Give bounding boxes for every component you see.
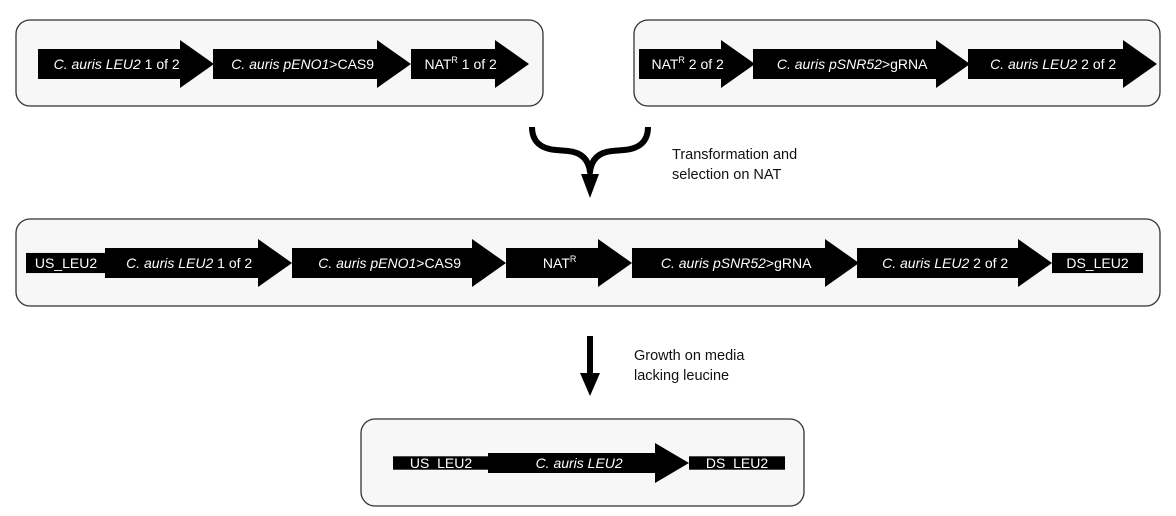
construct-integrated-segment-6-label-part-2: 2 of 2	[969, 255, 1008, 271]
construct-integrated-segment-5-label-part-2: >gRNA	[766, 255, 812, 271]
construct-integrated-segment-7-block	[1052, 252, 1143, 274]
merge-brace-arrowhead	[581, 174, 599, 198]
construct-final-segment-2-arrow	[488, 443, 689, 483]
construct-fragment-1-group: C. auris LEU2 1 of 2 C. auris pENO1>CAS9 N…	[15, 19, 544, 107]
construct-fragment-1-segment-1-arrow	[38, 40, 214, 88]
construct-final-segment-3-label-ds-leu2: DS_LEU2	[706, 455, 768, 471]
construct-integrated-segment-1-label-part-1: US_LEU2	[35, 255, 97, 271]
construct-fragment-1-segment-2-label-part-2: >CAS9	[329, 56, 374, 72]
construct-integrated-segment-4-label-natr: NATR	[543, 254, 577, 271]
construct-integrated-segment-6-arrow	[857, 239, 1052, 287]
construct-fragment-2-segment-1-label-natr-2-of-2: NATR 2 of 2	[651, 55, 724, 72]
construct-integrated-segment-1-block	[26, 252, 106, 274]
construct-integrated-segment-5-arrow	[632, 239, 859, 287]
construct-fragment-1-segment-1-label-part-1: C. auris LEU2	[54, 56, 141, 72]
construct-integrated-segment-3-arrow	[292, 239, 506, 287]
construct-integrated-segment-2-label-c-auris-leu2-1-of-2: C. auris LEU2 1 of 2	[126, 255, 252, 271]
down-arrow	[580, 336, 600, 396]
construct-integrated-segment-5-label-c-auris-psnr52-grna: C. auris pSNR52>gRNA	[661, 255, 812, 271]
construct-final-segment-2-label-c-auris-leu2: C. auris LEU2	[536, 455, 623, 471]
construct-fragment-2-segment-2-label-part-1: C. auris pSNR52	[777, 56, 882, 72]
construct-integrated-segment-4-arrow	[506, 239, 632, 287]
construct-integrated-segment-5-label-part-1: C. auris pSNR52	[661, 255, 766, 271]
construct-fragment-1-segment-3-label-part-3: 1 of 2	[458, 56, 497, 72]
construct-fragment-1-segment-3-arrow	[411, 40, 529, 88]
construct-fragment-1-segment-1-label-c-auris-leu2-1-of-2: C. auris LEU2 1 of 2	[54, 56, 180, 72]
construct-final-segment-1-block	[393, 456, 489, 470]
construct-fragment-1-segment-2-label-c-auris-peno1-cas9: C. auris pENO1>CAS9	[231, 56, 374, 72]
construct-fragment-2-segment-2-label-c-auris-psnr52-grna: C. auris pSNR52>gRNA	[777, 56, 928, 72]
construct-fragment-2-segment-3-label-part-2: 2 of 2	[1077, 56, 1116, 72]
step-growth-caption-line-2: lacking leucine	[634, 368, 729, 384]
construct-integrated-segment-3-label-part-2: >CAS9	[416, 255, 461, 271]
construct-final-segment-1-label-part-1: US_LEU2	[410, 455, 472, 471]
construct-fragment-1-segment-1-label-part-2: 1 of 2	[141, 56, 180, 72]
construct-fragment-2-segment-1-label-part-3: 2 of 2	[685, 56, 724, 72]
construct-fragment-2-segment-3-arrow	[968, 40, 1157, 88]
merge-brace-stroke	[529, 126, 651, 175]
step-transformation-caption-line-2: selection on NAT	[672, 167, 781, 183]
construct-fragment-1-segment-2-label-part-1: C. auris pENO1	[231, 56, 329, 72]
construct-integrated-segment-6-label-part-1: C. auris LEU2	[882, 255, 969, 271]
construct-fragment-2-segment-1-arrow	[639, 40, 755, 88]
construct-integrated-segment-6-label-c-auris-leu2-2-of-2: C. auris LEU2 2 of 2	[882, 255, 1008, 271]
construct-fragment-1-segment-3-label-part-2: R	[451, 55, 458, 65]
construct-fragment-2-segment-1-label-part-1: NAT	[651, 56, 678, 72]
construct-fragment-2-segment-3-label-part-1: C. auris LEU2	[990, 56, 1077, 72]
construct-integrated-segment-7-label-part-1: DS_LEU2	[1066, 255, 1128, 271]
construct-fragment-2-segment-2-arrow	[753, 40, 970, 88]
construct-integrated-segment-3-label-part-1: C. auris pENO1	[318, 255, 416, 271]
construct-integrated-group: US_LEU2 C. auris LEU2 1 of 2 C. auris pENO…	[15, 218, 1161, 307]
step-growth-caption: Growth on media lacking leucine	[634, 348, 748, 384]
construct-fragment-1-segment-2-arrow	[213, 40, 411, 88]
construct-integrated-segment-7-label-ds-leu2: DS_LEU2	[1066, 255, 1128, 271]
construct-fragment-2-segment-1-label-part-2: R	[678, 55, 685, 65]
step-growth-caption-line-1: Growth on media	[634, 348, 745, 364]
construct-integrated-segment-4-label-part-2: R	[570, 254, 577, 264]
step-transformation-caption: Transformation and selection on NAT	[672, 147, 801, 183]
construct-final-segment-3-label-part-1: DS_LEU2	[706, 455, 768, 471]
construct-fragment-2-segment-3-label-c-auris-leu2-2-of-2: C. auris LEU2 2 of 2	[990, 56, 1116, 72]
construct-integrated-segment-2-label-part-1: C. auris LEU2	[126, 255, 213, 271]
construct-integrated-segment-3-label-c-auris-peno1-cas9: C. auris pENO1>CAS9	[318, 255, 461, 271]
construct-final-segments: US_LEU2 C. auris LEU2 DS_LEU2	[393, 443, 785, 483]
construct-integrated-segment-1-label-us-leu2: US_LEU2	[35, 255, 97, 271]
construct-fragment-1-segment-3-label-natr-1-of-2: NATR 1 of 2	[424, 55, 497, 72]
merge-brace	[529, 126, 651, 198]
construct-fragment-1-segment-3-label-part-1: NAT	[424, 56, 451, 72]
down-arrow-head	[580, 373, 600, 396]
construct-fragment-2-segment-2-label-part-2: >gRNA	[882, 56, 928, 72]
down-arrow-shaft	[587, 336, 593, 376]
construct-final-segment-1-label-us-leu2: US_LEU2	[410, 455, 472, 471]
construct-final-segment-2-label-part-1: C. auris LEU2	[536, 455, 623, 471]
construct-fragment-1-segments: C. auris LEU2 1 of 2 C. auris pENO1>CAS9 N…	[38, 40, 529, 88]
construct-integrated-segment-2-label-part-2: 1 of 2	[213, 255, 252, 271]
step-transformation-caption-line-1: Transformation and	[672, 147, 797, 163]
construct-integrated-segment-4-label-part-1: NAT	[543, 255, 570, 271]
construct-final-group: US_LEU2 C. auris LEU2 DS_LEU2	[360, 418, 805, 507]
construct-integrated-segment-2-arrow	[105, 239, 292, 287]
construct-integrated-segments: US_LEU2 C. auris LEU2 1 of 2 C. auris pENO…	[26, 239, 1143, 287]
construct-final-segment-3-block	[689, 456, 785, 470]
